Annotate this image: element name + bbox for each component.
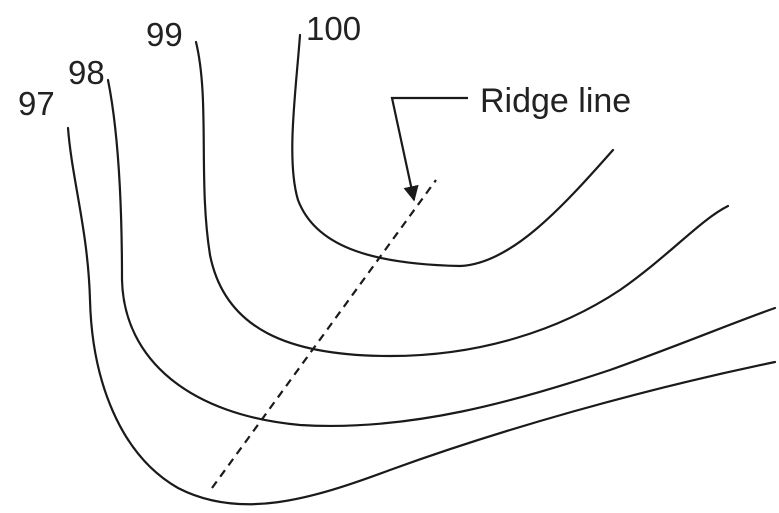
contour-label-98: 98 — [68, 54, 105, 91]
contour-line-100 — [291, 33, 615, 268]
ridge-line-leader-arrow — [390, 96, 468, 202]
contour-line-97 — [66, 126, 777, 506]
ridge-line — [211, 179, 437, 489]
contour-label-100: 100 — [306, 10, 361, 47]
contour-line-98 — [106, 78, 777, 428]
ridge-line-label: Ridge line — [480, 82, 631, 120]
contour-label-99: 99 — [146, 16, 183, 53]
contour-line-99 — [194, 40, 730, 358]
contour-label-97: 97 — [18, 85, 55, 122]
